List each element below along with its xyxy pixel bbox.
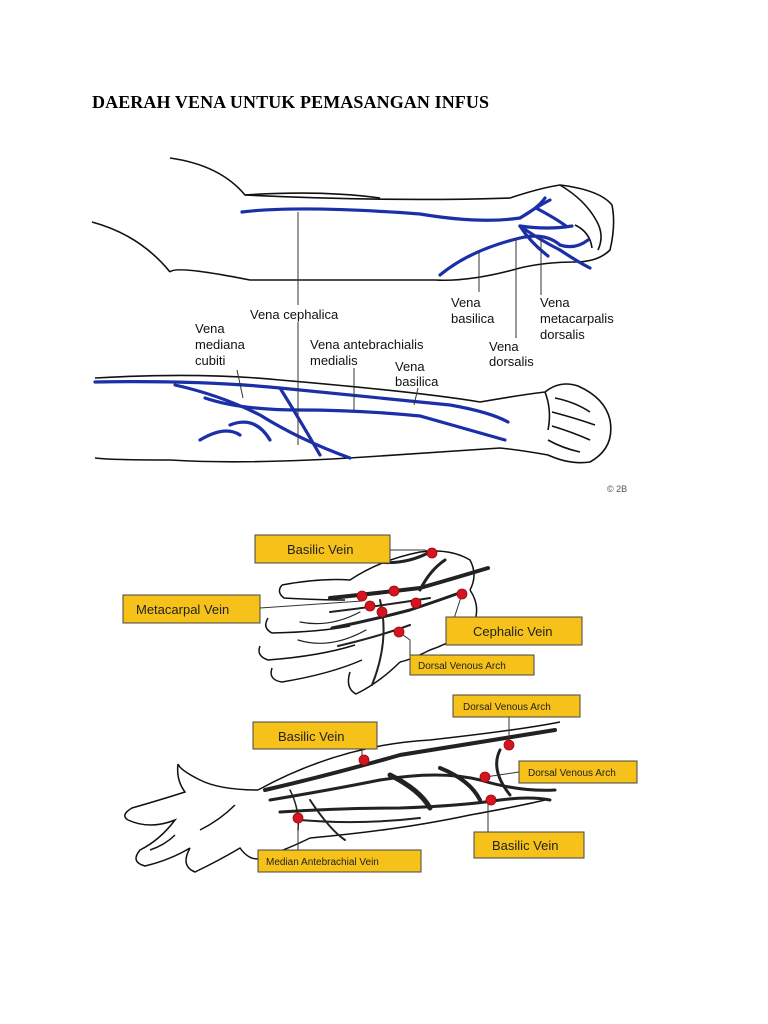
marker-dorsal-arch-right — [479, 771, 491, 783]
svg-text:Cephalic Vein: Cephalic Vein — [473, 624, 553, 639]
injection-site-markers — [292, 547, 515, 824]
label-vena-dorsalis-line2: dorsalis — [489, 354, 534, 369]
marker-median-antebrachial — [292, 812, 304, 824]
marker-metacarpal-1 — [356, 590, 368, 602]
copyright-mark: © 2B — [607, 484, 627, 494]
label-vena-metacarpalis-line3: dorsalis — [540, 327, 585, 342]
label-vena-mediana-line3: cubiti — [195, 353, 225, 368]
marker-dorsal-arch-hand — [393, 626, 405, 638]
svg-text:Basilic Vein: Basilic Vein — [492, 838, 558, 853]
lower-arm-veins — [93, 380, 510, 460]
svg-text:Basilic Vein: Basilic Vein — [278, 729, 344, 744]
label-vena-mediana-line2: mediana — [195, 337, 246, 352]
marker-cephalic — [456, 588, 468, 600]
label-basilic-mid: Basilic Vein — [252, 721, 378, 750]
label-vena-basilica-upper-line1: Vena — [451, 295, 481, 310]
label-vena-dorsalis-line1: Vena — [489, 339, 519, 354]
marker-basilic-hand — [426, 547, 438, 559]
marker-metacarpal-2 — [364, 600, 376, 612]
label-vena-antebrachialis-line1: Vena antebrachialis — [310, 337, 424, 352]
label-vena-basilica-lower-line2: basilica — [395, 374, 439, 389]
marker-basilic-bottom — [485, 794, 497, 806]
marker-metacarpal-5 — [410, 597, 422, 609]
marker-dorsal-arch-top — [503, 739, 515, 751]
svg-text:Median Antebrachial Vein: Median Antebrachial Vein — [266, 857, 379, 868]
svg-text:Basilic Vein: Basilic Vein — [287, 542, 353, 557]
label-dorsal-arch-right: Dorsal Venous Arch — [518, 760, 638, 784]
label-vena-antebrachialis-line2: medialis — [310, 353, 358, 368]
label-basilic-top: Basilic Vein — [254, 534, 391, 564]
upper-arm-outline — [91, 157, 615, 282]
label-vena-metacarpalis-line1: Vena — [540, 295, 570, 310]
lower-arm-outline — [94, 374, 612, 464]
label-vena-basilica-upper-line2: basilica — [451, 311, 495, 326]
upper-arm-veins — [240, 196, 592, 277]
marker-metacarpal-4 — [388, 585, 400, 597]
marker-basilic-mid — [358, 754, 370, 766]
label-vena-cephalica: Vena cephalica — [250, 307, 339, 322]
forearm-veins — [263, 728, 557, 841]
label-dorsal-arch-hand: Dorsal Venous Arch — [409, 654, 535, 676]
svg-text:Dorsal Venous Arch: Dorsal Venous Arch — [418, 661, 506, 672]
label-vena-metacarpalis-line2: metacarpalis — [540, 311, 614, 326]
label-vena-basilica-lower-line1: Vena — [395, 359, 425, 374]
svg-text:Dorsal Venous Arch: Dorsal Venous Arch — [463, 702, 551, 713]
label-basilic-bottom: Basilic Vein — [473, 831, 585, 859]
label-cephalic: Cephalic Vein — [445, 616, 583, 646]
label-dorsal-arch-top: Dorsal Venous Arch — [452, 694, 581, 718]
hand-veins — [297, 550, 490, 686]
svg-text:Metacarpal Vein: Metacarpal Vein — [136, 602, 229, 617]
label-median-antebrachial: Median Antebrachial Vein — [257, 849, 422, 873]
page-title: DAERAH VENA UNTUK PEMASANGAN INFUS — [92, 92, 490, 112]
upper-leader-lines — [236, 212, 542, 445]
label-metacarpal: Metacarpal Vein — [122, 594, 261, 624]
label-vena-mediana-line1: Vena — [195, 321, 225, 336]
svg-text:Dorsal Venous Arch: Dorsal Venous Arch — [528, 768, 616, 779]
marker-metacarpal-3 — [376, 606, 388, 618]
